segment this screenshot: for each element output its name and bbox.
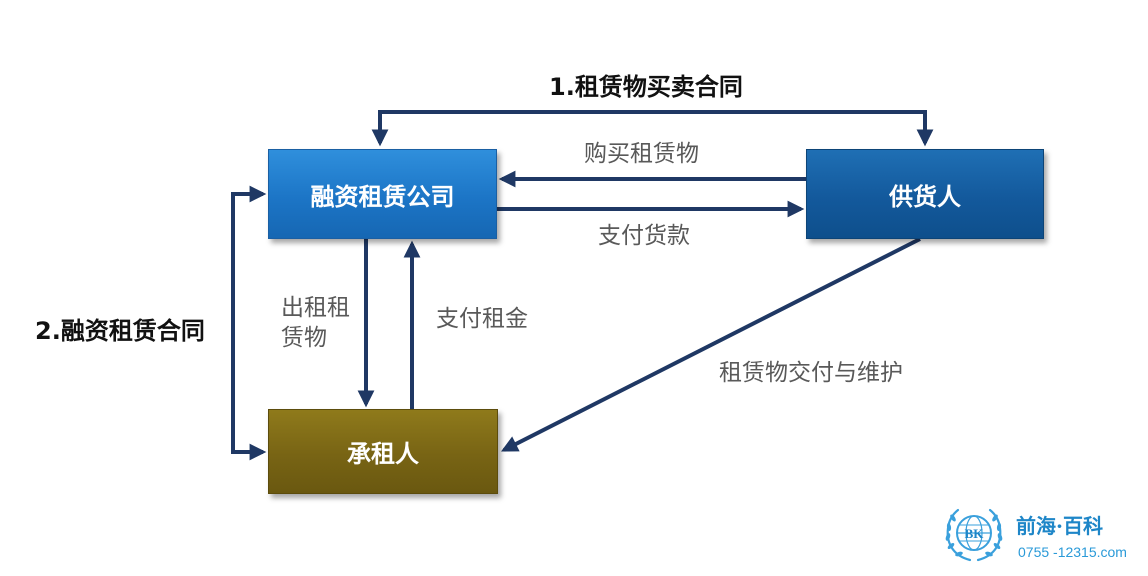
- node-leasing-company: 融资租赁公司: [268, 149, 497, 239]
- brand-logo: BK 前海·百科 0755 -12315.com: [940, 504, 1140, 570]
- purchase-contract-label: 1.租赁物买卖合同: [549, 73, 743, 101]
- node-lessee-label: 承租人: [347, 440, 419, 468]
- pay-goods-label: 支付货款: [598, 223, 690, 249]
- node-supplier: 供货人: [806, 149, 1044, 239]
- pay-rent-label: 支付租金: [436, 306, 528, 332]
- node-lessee: 承租人: [268, 409, 498, 494]
- purchase-contract-arrow: [371, 110, 934, 147]
- brand-phone: 0755 -12315.com: [1018, 544, 1127, 560]
- emblem-letters: BK: [965, 526, 985, 541]
- buy-goods-label: 购买租赁物: [584, 141, 699, 167]
- lease-contract-label: 2.融资租赁合同: [35, 317, 205, 345]
- laurel-emblem-icon: BK: [945, 508, 1003, 562]
- lease-contract-arrow: [231, 185, 267, 461]
- brand-title: 前海·百科: [1016, 514, 1103, 538]
- delivery-label: 租赁物交付与维护: [719, 360, 903, 386]
- node-supplier-label: 供货人: [889, 182, 961, 211]
- delivery-arrow: [501, 237, 921, 452]
- node-leasing-company-label: 融资租赁公司: [310, 182, 455, 211]
- lease-goods-label: 出租租赁物: [281, 295, 350, 351]
